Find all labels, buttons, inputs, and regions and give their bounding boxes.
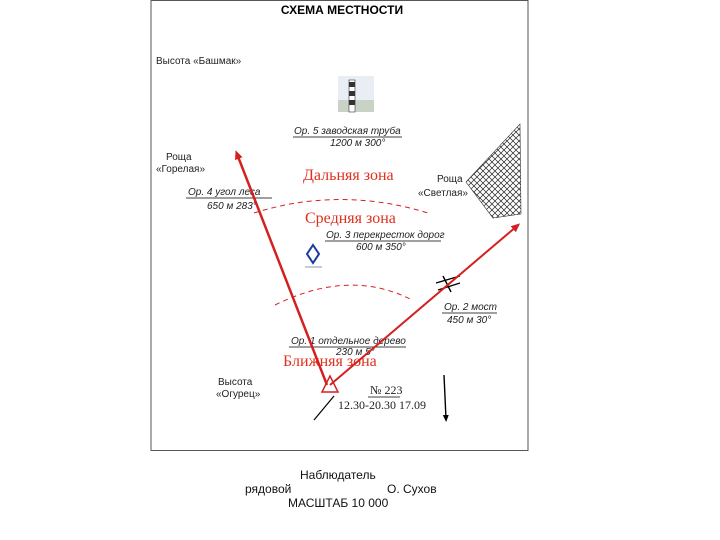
height-ogurets-label-1: Высота <box>218 377 253 388</box>
ref1-bearing: 230 м 5° <box>335 347 375 358</box>
near-zone-label: Ближняя зона <box>283 353 377 370</box>
ref3-bearing: 600 м 350° <box>356 242 406 253</box>
observer-rank: рядовой <box>245 482 291 496</box>
observation-post-icon <box>313 374 340 421</box>
height-ogurets-label-2: «Огурец» <box>216 389 261 400</box>
grove-svetlaya-label-2: «Светлая» <box>418 188 468 199</box>
ref5-name: Ор. 5 заводская труба <box>294 125 401 137</box>
right-sector-arrow <box>329 223 521 386</box>
scale-label: МАСШТАБ 10 000 <box>288 496 389 510</box>
ref4-name: Ор. 4 угол леса <box>188 187 261 198</box>
grove-svetlaya-label-1: Роща <box>437 174 463 185</box>
grove-gorelaya-label-1: Роща <box>166 152 192 163</box>
height-bashmak-label: Высота «Башмак» <box>156 56 242 67</box>
ref1-name: Ор. 1 отдельное дерево <box>291 336 406 347</box>
crossroads-diamond-icon <box>305 243 322 268</box>
scheme-title: СХЕМА МЕСТНОСТИ <box>281 3 403 17</box>
ref2-name: Ор. 2 мост <box>444 302 497 313</box>
scheme-frame <box>150 0 529 451</box>
observer-label: Наблюдатель <box>300 468 376 482</box>
far-zone-label: Дальняя зона <box>303 167 394 184</box>
north-arrow-icon <box>442 374 449 422</box>
post-number: № 223 <box>370 383 402 397</box>
grove-svetlaya-forest <box>465 123 522 219</box>
post-time: 12.30-20.30 17.09 <box>338 398 426 412</box>
left-sector-arrow <box>235 150 329 386</box>
middle-zone-label: Средняя зона <box>305 210 396 227</box>
grove-gorelaya-label-2: «Горелая» <box>156 164 205 175</box>
ref2-bearing: 450 м 30° <box>447 315 491 326</box>
ref3-name: Ор. 3 перекресток дорог <box>326 230 445 241</box>
observer-name: О. Сухов <box>387 482 437 496</box>
ref5-bearing: 1200 м 300° <box>330 138 385 149</box>
factory-chimney-icon <box>338 76 374 113</box>
far-zone-boundary <box>253 199 429 214</box>
ref4-bearing: 650 м 283° <box>207 201 257 212</box>
